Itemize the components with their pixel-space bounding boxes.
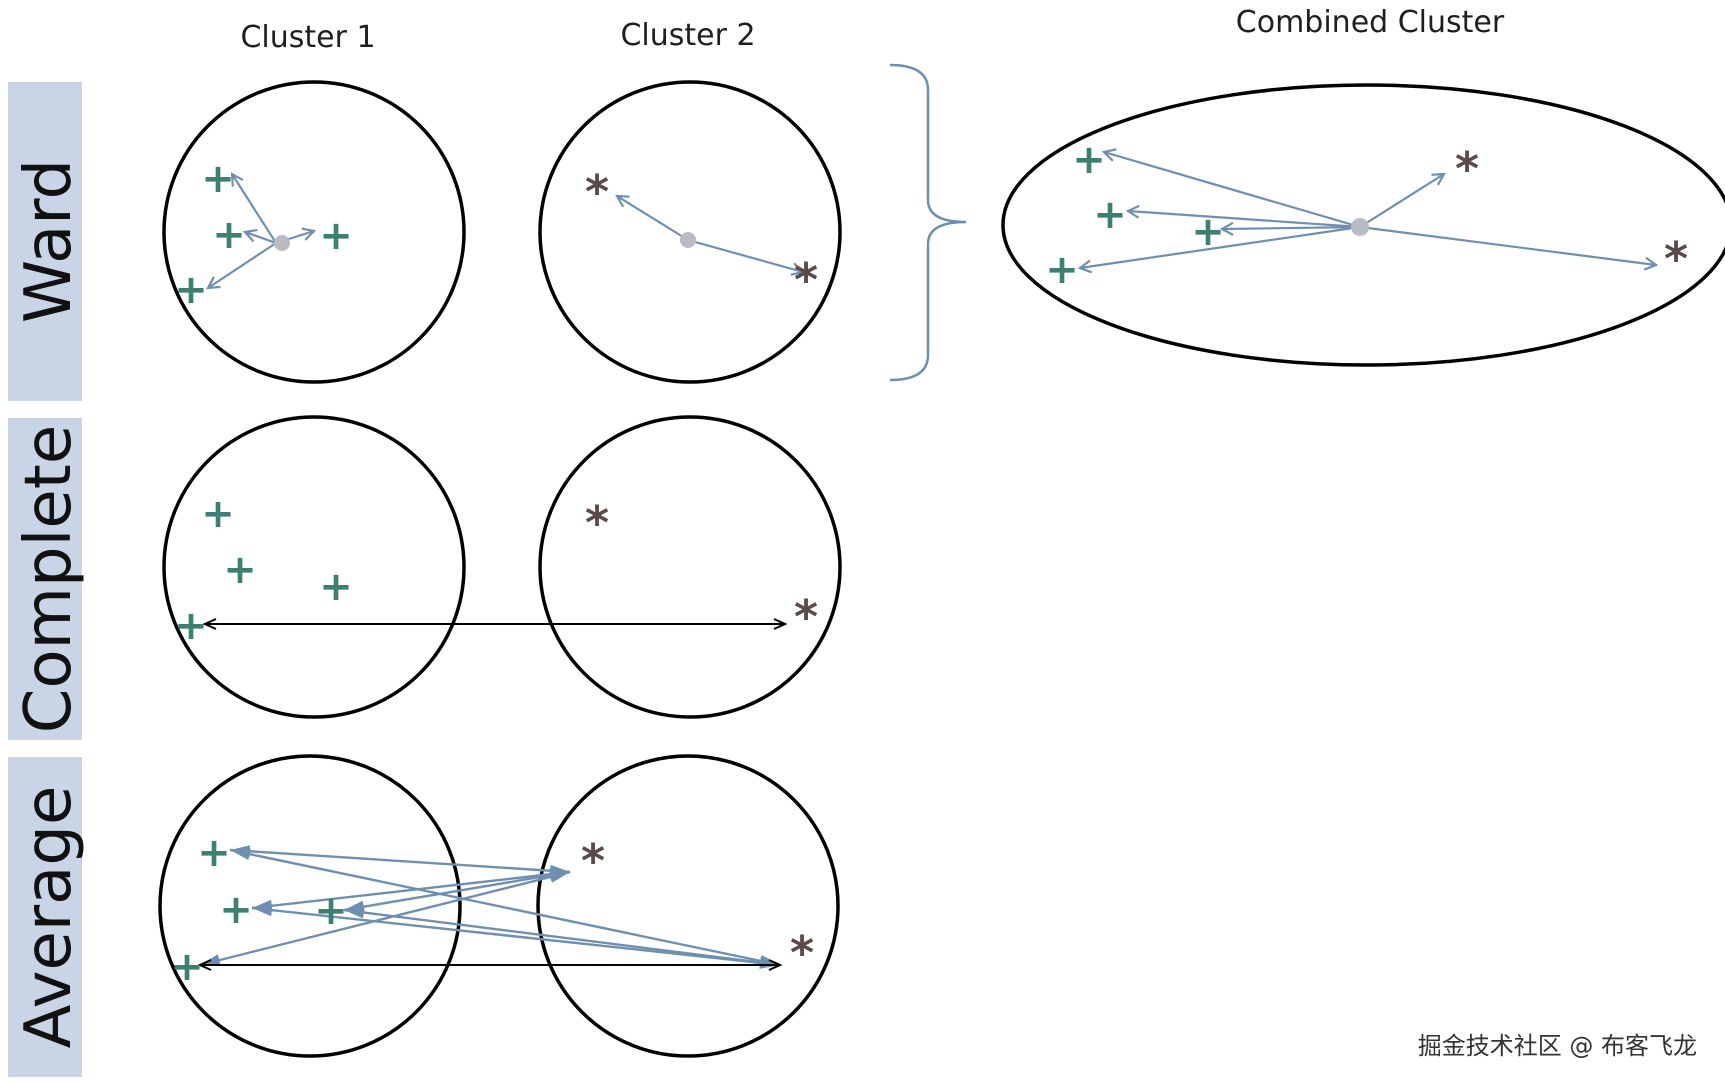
column-title-cluster-2: Cluster 2: [620, 18, 755, 53]
combined-plus-marker: +: [1191, 209, 1225, 255]
average-linkage-arrows: [199, 845, 781, 969]
column-title-cluster-1: Cluster 1: [240, 20, 375, 55]
average-c1-plus-marker: +: [219, 887, 253, 933]
ward-c1-plus-marker: +: [319, 213, 353, 259]
ward-c2-star-marker: *: [585, 165, 609, 219]
average-cluster-1-circle: [158, 754, 462, 1058]
combined-star-marker: *: [1455, 142, 1479, 196]
combined-star-marker: *: [1664, 232, 1688, 286]
combined-cluster-ellipse: [1001, 83, 1725, 367]
average-c2-star-marker: *: [581, 834, 605, 888]
ward-c1-plus-marker: +: [201, 156, 235, 202]
watermark: 掘金技术社区 @ 布客飞龙: [1418, 1032, 1697, 1060]
row-label-complete: Complete: [12, 425, 86, 733]
ward-cluster-1-circle: [162, 80, 466, 384]
complete-c1-plus-marker: +: [223, 547, 257, 593]
complete-cluster-1-circle: [162, 415, 466, 719]
average-c1-plus-marker: +: [314, 888, 348, 934]
complete-c2-star-marker: *: [585, 496, 609, 550]
complete-c2-star-marker: *: [794, 590, 818, 644]
combined-cluster-arrows: [1080, 152, 1656, 268]
average-cluster-2-circle: [536, 754, 840, 1058]
complete-row: + + + + * *: [162, 415, 842, 719]
average-c2-star-marker: *: [790, 926, 814, 980]
ward-c1-plus-marker: +: [212, 212, 246, 258]
ward-cluster-2-circle: [538, 80, 842, 384]
row-label-band-average: [8, 757, 82, 1077]
ward-cluster-2-arrows: [617, 196, 803, 272]
complete-c1-plus-marker: +: [201, 491, 235, 537]
row-label-band-complete: [8, 418, 82, 740]
average-row: + + + + * *: [158, 754, 840, 1058]
average-c1-plus-marker: +: [197, 830, 231, 876]
ward-c1-plus-marker: +: [174, 267, 208, 313]
ward-cluster-2-centroid: [680, 232, 696, 248]
complete-c1-plus-marker: +: [319, 564, 353, 610]
ward-cluster-1-centroid: [274, 235, 290, 251]
column-title-combined-cluster: Combined Cluster: [1236, 5, 1505, 40]
ward-row: + + + + * * + + + + * *: [162, 63, 1725, 384]
combined-cluster-centroid: [1351, 218, 1369, 236]
combined-plus-marker: +: [1072, 137, 1106, 183]
complete-c1-plus-marker: +: [174, 603, 208, 649]
row-label-ward: Ward: [12, 159, 86, 323]
merge-bracket: [889, 63, 967, 382]
complete-cluster-2-circle: [538, 415, 842, 719]
combined-plus-marker: +: [1093, 192, 1127, 238]
row-label-band-ward: [8, 82, 82, 401]
row-label-average: Average: [12, 786, 86, 1049]
average-c1-plus-marker: +: [170, 944, 204, 990]
ward-c2-star-marker: *: [794, 253, 818, 307]
combined-plus-marker: +: [1045, 247, 1079, 293]
